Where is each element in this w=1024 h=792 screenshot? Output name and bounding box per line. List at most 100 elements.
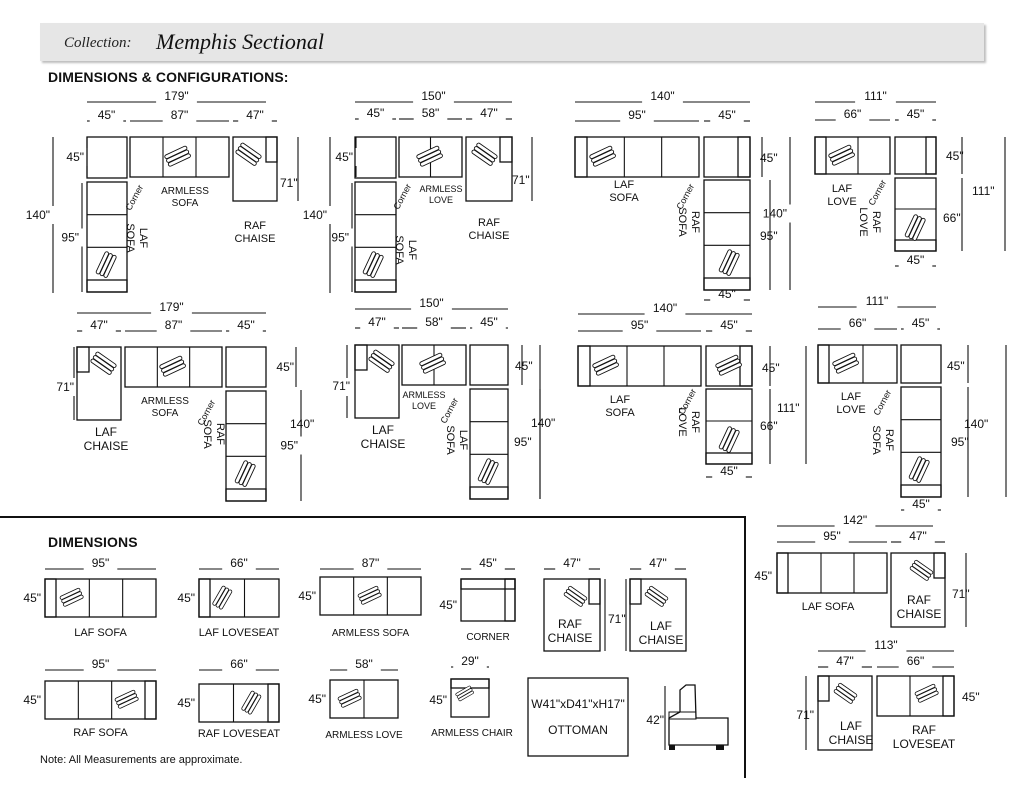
dim-label: 45" <box>367 106 385 120</box>
dim-label: 140" <box>26 208 50 222</box>
piece-label: SOFA <box>201 419 213 449</box>
dim-label: 47" <box>563 556 581 570</box>
piece-label: CHAISE <box>361 437 406 451</box>
outline <box>465 136 513 202</box>
dim-label: 45" <box>720 464 738 478</box>
piece-label: RAF LOVESEAT <box>198 728 281 740</box>
pillow-icon <box>644 585 669 607</box>
chair-foot <box>669 745 675 750</box>
pillow-icon <box>340 695 362 708</box>
pillow-icon <box>726 429 740 453</box>
dim-label: 47" <box>649 556 667 570</box>
dim-label: 111" <box>972 184 995 198</box>
pillow-icon <box>904 214 926 241</box>
pillow-icon <box>455 685 474 702</box>
outline <box>776 552 888 594</box>
outline <box>705 452 753 465</box>
piece-label: RAF SOFA <box>73 727 128 739</box>
configuration-6: 150"47"58"45"71"45"140"95"LAFCHAISEARMLE… <box>332 296 555 500</box>
dim-label: 66" <box>849 316 867 330</box>
outline <box>925 136 937 175</box>
outline <box>76 346 122 421</box>
outline <box>460 578 516 622</box>
outline <box>629 578 687 652</box>
pillow-icon <box>831 152 855 166</box>
outline <box>450 678 490 718</box>
dim-label: 45" <box>720 318 738 332</box>
dim-label: 29" <box>461 654 479 668</box>
chair-profile-outline <box>668 684 729 746</box>
dim-label: 45" <box>912 316 930 330</box>
pillow-icon <box>828 144 855 166</box>
outline <box>588 578 601 605</box>
dim-label: 95" <box>280 439 298 453</box>
pillow-icon <box>592 354 619 376</box>
outline <box>543 578 601 652</box>
piece-label: LAF <box>614 179 634 191</box>
dim-label: 140" <box>531 416 555 430</box>
dim-label: 47" <box>909 529 927 543</box>
dim-label: 142" <box>843 513 867 527</box>
piece-label: RAF <box>912 723 936 737</box>
section-divider-vertical <box>744 516 746 778</box>
pillow-icon <box>90 351 117 375</box>
piece-label: CHAISE <box>548 631 593 645</box>
outline <box>267 683 280 723</box>
collection-label: Collection: <box>64 35 132 51</box>
pillow-icon <box>718 362 742 376</box>
dim-label: 45" <box>23 591 41 605</box>
pillow-icon <box>485 461 499 485</box>
piece-label: SOFA <box>676 207 688 237</box>
dim-label: 45" <box>177 696 195 710</box>
outline <box>629 578 642 605</box>
outline <box>44 578 57 618</box>
pillow-icon <box>458 690 474 702</box>
outline <box>354 344 368 371</box>
dim-label: 45" <box>907 107 925 121</box>
dim-label: CORNER <box>466 632 509 643</box>
dimensions-title: DIMENSIONS <box>48 534 138 550</box>
dim-label: 47" <box>836 654 854 668</box>
outline <box>900 344 942 384</box>
piece-label: LAF <box>457 430 469 450</box>
pillow-icon <box>909 559 934 581</box>
outline <box>814 136 827 175</box>
dim-label: W41"xD41"xH17" <box>531 697 624 711</box>
dim-label: 140" <box>650 89 674 103</box>
outline <box>817 675 830 702</box>
dim-label: 71" <box>512 173 530 187</box>
outline <box>703 277 751 291</box>
dim-label: 45" <box>177 591 195 605</box>
pillow-icon <box>589 145 616 167</box>
piece-label: LAF <box>406 240 418 260</box>
dim-label: 111" <box>864 89 887 103</box>
pillow-icon <box>835 360 859 374</box>
piece-label: LAF <box>650 619 672 633</box>
pillow-icon <box>234 460 256 487</box>
pillow-icon <box>916 459 930 483</box>
outline <box>817 675 873 751</box>
pillow-icon <box>62 594 84 607</box>
pillow-icon <box>362 251 384 278</box>
outline <box>86 136 128 179</box>
piece-label: RAF <box>214 423 226 445</box>
outline <box>460 578 516 590</box>
dim-label: 71" <box>332 379 350 393</box>
dim-label: 140" <box>290 417 314 431</box>
dim-label: 140" <box>763 207 787 221</box>
outline <box>265 136 278 163</box>
chair-foot <box>716 745 724 750</box>
piece-label: ARMLESS <box>402 390 445 400</box>
dim-label: 140" <box>303 208 327 222</box>
dim-label: 45" <box>947 359 965 373</box>
dim-label: 45" <box>480 315 498 329</box>
dim-label: 95" <box>514 435 532 449</box>
pillow-icon <box>912 217 926 241</box>
pillow-icon <box>726 252 740 276</box>
pillow-icon <box>471 142 498 166</box>
